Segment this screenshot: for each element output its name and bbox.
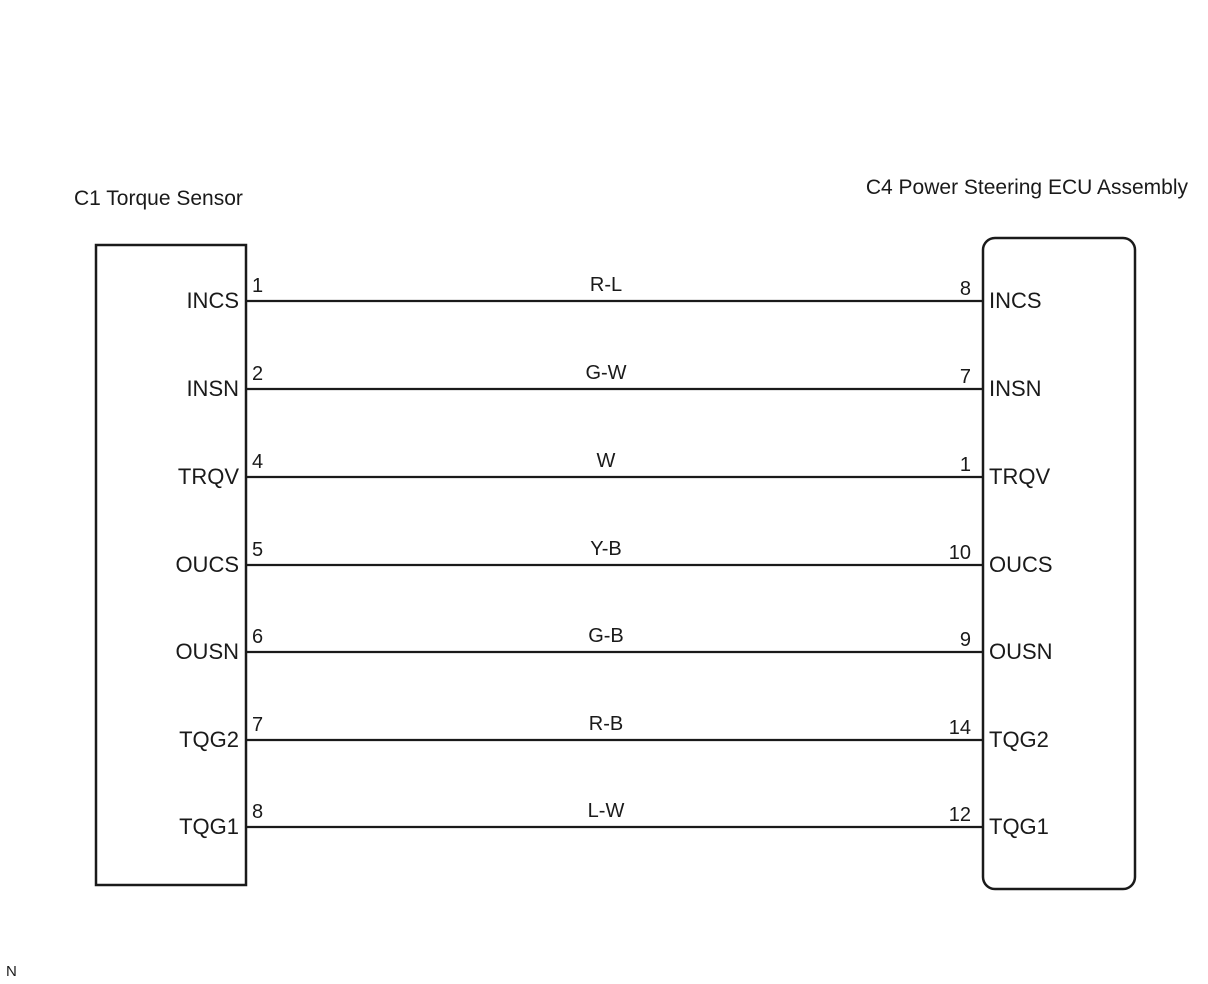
left-pin-number: 5 [252,539,263,561]
wire-row: OUSN 6 G-B 9 OUSN [175,625,1052,664]
left-pin-number: 7 [252,714,263,736]
left-pin-number: 2 [252,363,263,385]
wire-color-code: Y-B [590,538,622,560]
left-pin-number: 4 [252,451,263,473]
right-pin-number: 1 [960,454,971,476]
wire-color-code: L-W [588,800,625,822]
wire-row: INCS 1 R-L 8 INCS [186,274,1041,313]
right-signal-label: OUCS [989,552,1053,577]
left-signal-label: TQG1 [179,814,239,839]
ecu-assembly-title: C4 Power Steering ECU Assembly [866,176,1189,199]
right-pin-number: 10 [949,542,971,564]
right-pin-number: 14 [949,717,971,739]
wire-color-code: G-W [585,362,626,384]
left-signal-label: TQG2 [179,727,239,752]
wire-color-code: W [597,450,616,472]
left-pin-number: 8 [252,801,263,823]
wire-color-code: R-B [589,713,623,735]
right-signal-label: TQG1 [989,814,1049,839]
right-pin-number: 8 [960,278,971,300]
wire-row: TQG1 8 L-W 12 TQG1 [179,800,1049,839]
left-signal-label: TRQV [178,464,239,489]
wire-row: OUCS 5 Y-B 10 OUCS [175,538,1052,577]
wire-row: TQG2 7 R-B 14 TQG2 [179,713,1049,752]
ecu-assembly-connector-box [981,236,1137,891]
wire-row: INSN 2 G-W 7 INSN [186,362,1041,401]
wire-row: TRQV 4 W 1 TRQV [178,450,1051,489]
right-pin-number: 9 [960,629,971,651]
wire-color-code: G-B [588,625,624,647]
wire-color-code: R-L [590,274,622,296]
right-signal-label: TQG2 [989,727,1049,752]
right-signal-label: OUSN [989,639,1053,664]
right-signal-label: INSN [989,376,1042,401]
left-signal-label: OUCS [175,552,239,577]
right-signal-label: TRQV [989,464,1050,489]
right-signal-label: INCS [989,288,1042,313]
torque-sensor-title: C1 Torque Sensor [74,187,243,210]
left-signal-label: INCS [186,288,239,313]
left-signal-label: INSN [186,376,239,401]
left-pin-number: 6 [252,626,263,648]
left-signal-label: OUSN [175,639,239,664]
right-pin-number: 7 [960,366,971,388]
left-pin-number: 1 [252,275,263,297]
corner-mark: N [6,963,17,980]
right-pin-number: 12 [949,804,971,826]
